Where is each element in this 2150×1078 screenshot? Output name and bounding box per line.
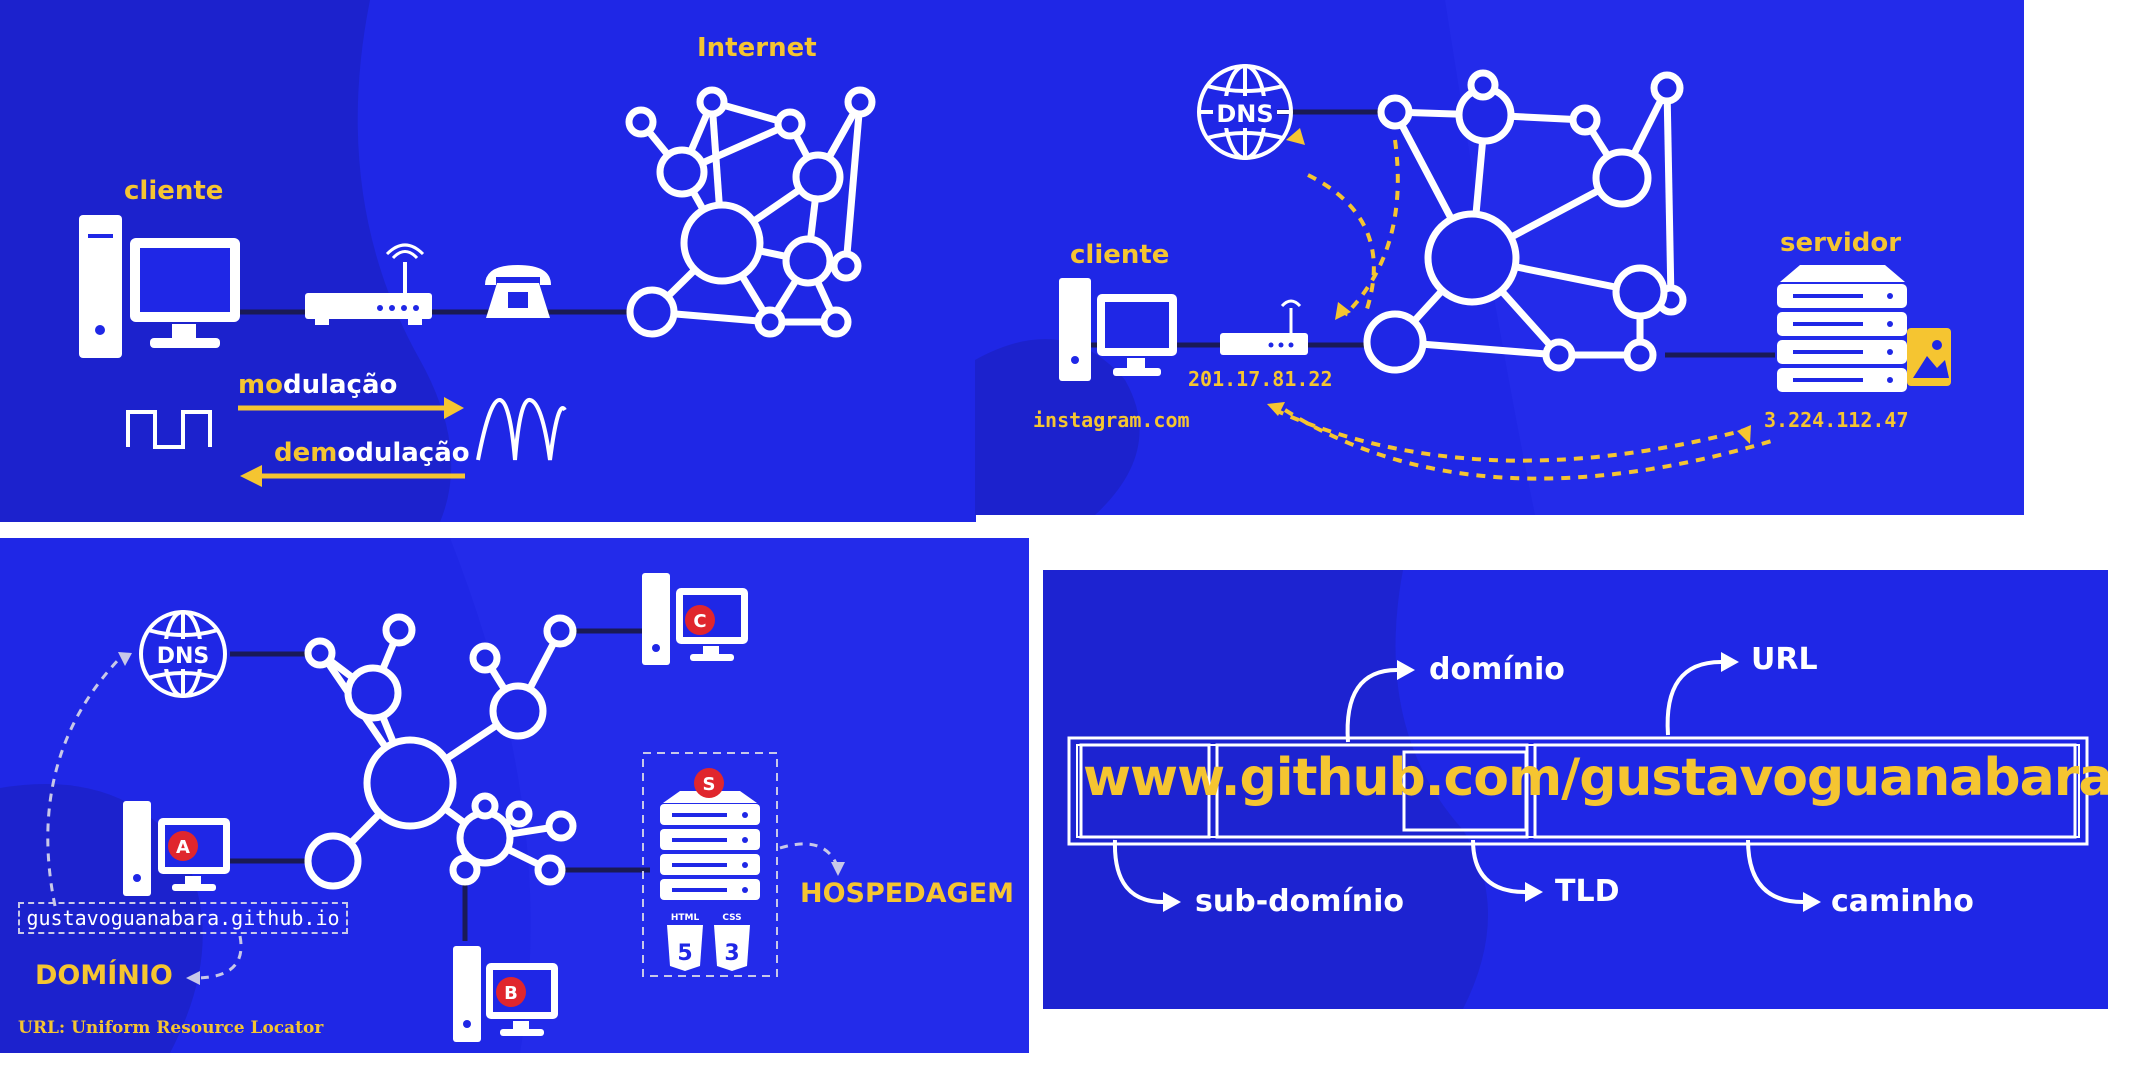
client-label: cliente [1070, 240, 1170, 270]
svg-text:3: 3 [724, 941, 739, 966]
client-hostname: instagram.com [1033, 408, 1190, 432]
path-box [1533, 743, 2077, 839]
server-ip: 3.224.112.47 [1764, 408, 1909, 432]
url-footnote: URL: Uniform Resource Locator [18, 1018, 324, 1038]
internet-network-icon [304, 613, 577, 890]
panel-url-graphics [1043, 570, 2089, 1009]
dns-response-arrow [1343, 139, 1400, 317]
dns-globe-label: DNS [157, 644, 210, 669]
hosting-label: HOSPEDAGEM [800, 878, 1015, 909]
router-icon [1220, 299, 1308, 355]
modulation-label: modulação [238, 370, 398, 400]
url-outer-box [1067, 736, 2089, 846]
client-ip: 201.17.81.22 [1188, 367, 1333, 391]
internet-label: Internet [697, 33, 817, 63]
internet-network-icon [625, 86, 876, 338]
hosting-box [642, 752, 778, 977]
domain-arrow [1345, 668, 1398, 743]
path-arrow [1746, 839, 1804, 904]
url-label: URL [1751, 642, 1818, 677]
path-label: caminho [1831, 884, 1974, 919]
domain-label: DOMÍNIO [35, 960, 173, 991]
url-text: www.github.com/gustavoguanabara [1083, 748, 2108, 808]
client-computer-icon [79, 215, 240, 358]
demodulation-label: demodulação [274, 438, 470, 468]
digital-signal-icon [126, 410, 212, 449]
panel-modem-connection: cliente Internet modulação demodulação [0, 0, 976, 522]
server-icon [660, 791, 760, 900]
svg-text:S: S [703, 774, 716, 795]
tld-label: TLD [1555, 874, 1620, 909]
badge-a: A [168, 831, 198, 861]
panel-hosting-domain: DNS [0, 538, 1029, 1053]
panel-url-anatomy: www.github.com/gustavoguanabara domínio … [1043, 570, 2108, 1009]
url-arrow [1665, 660, 1722, 736]
panel-dns-graphics: DNS [975, 0, 2024, 515]
domain-to-dns-arrow [46, 656, 122, 907]
subdomain-label: sub-domínio [1195, 884, 1405, 919]
subdomain-arrow [1112, 839, 1164, 904]
router-icon [305, 243, 432, 325]
server-request-arrow [1274, 408, 1746, 463]
tld-arrow [1471, 839, 1526, 894]
panel-hosting-graphics: DNS [0, 538, 1029, 1053]
badge-c: C [685, 605, 715, 635]
svg-text:C: C [693, 611, 706, 632]
internet-network-icon [1363, 69, 1687, 374]
domain-box: gustavoguanabara.github.io [18, 902, 348, 934]
client-computer-icon [1059, 278, 1177, 381]
image-file-icon [1907, 328, 1951, 386]
panel-modem-graphics [0, 0, 876, 522]
svg-text:CSS: CSS [722, 913, 741, 923]
server-label: servidor [1780, 228, 1902, 258]
svg-text:5: 5 [677, 941, 692, 966]
svg-text:A: A [176, 837, 190, 858]
svg-text:B: B [504, 983, 518, 1004]
analog-wave-icon [476, 398, 567, 461]
tld-box [1402, 750, 1528, 832]
subdomain-box [1079, 743, 1211, 839]
svg-text:HTML: HTML [671, 913, 700, 923]
domain-label-arrow [194, 935, 243, 980]
client-label: cliente [124, 176, 224, 206]
dns-request-arrow [1307, 173, 1376, 316]
telephone-icon [485, 265, 551, 318]
server-icon [1777, 265, 1907, 392]
html5-icon: 5 HTML [667, 913, 703, 971]
dns-globe-label: DNS [1216, 100, 1273, 128]
badge-s: S [694, 768, 724, 798]
css3-icon: 3 CSS [714, 913, 750, 971]
badge-b: B [496, 977, 526, 1007]
domain-label: domínio [1429, 652, 1565, 687]
panel-dns-resolution: DNS [975, 0, 2024, 515]
